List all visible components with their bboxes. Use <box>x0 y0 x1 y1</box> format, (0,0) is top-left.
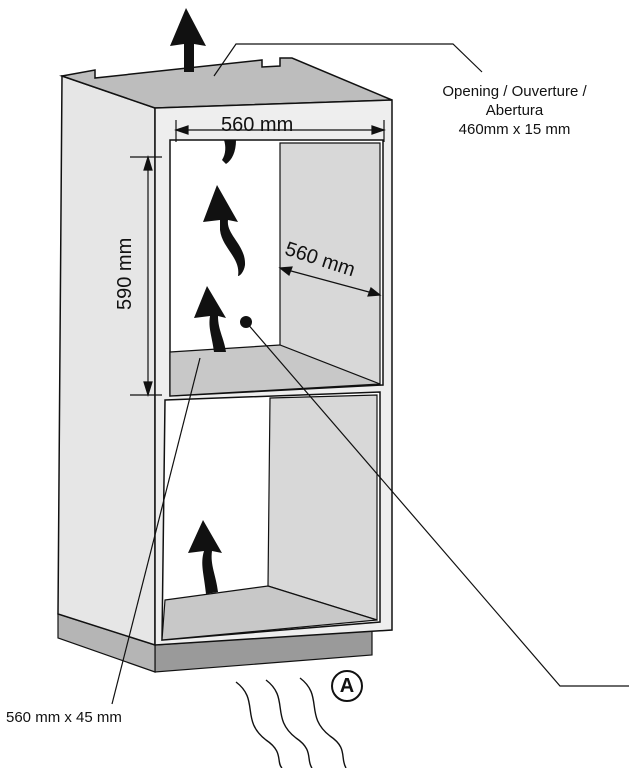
intake-airflow-waves <box>235 677 347 768</box>
reference-point <box>240 316 252 328</box>
width-dimension-label: 560 mm <box>221 114 294 136</box>
opening-label-line2: Abertura <box>485 102 544 119</box>
lower-compartment-back-right <box>267 394 378 621</box>
cabinet-left-side <box>57 74 156 647</box>
airflow-arrow-upper-1 <box>203 185 246 276</box>
airflow-arrow-upper-2 <box>194 286 226 352</box>
leader-vent <box>111 357 201 705</box>
airflow-arrow-lower <box>188 520 222 594</box>
lower-floor <box>161 585 378 641</box>
dimension-depth <box>278 266 382 297</box>
opening-label-line1: Opening / Ouverture / <box>442 83 587 100</box>
upper-shelf <box>169 344 381 397</box>
leader-opening <box>213 43 483 77</box>
vent-dimension-label: 560 mm x 45 mm <box>6 709 122 726</box>
marker-a: A <box>331 670 363 702</box>
airflow-arrows <box>170 8 246 594</box>
opening-label-line3: 460mm x 15 mm <box>458 121 571 138</box>
airflow-arrow-top-stub <box>222 140 236 164</box>
dimension-width <box>174 120 386 142</box>
dimension-height <box>130 154 162 398</box>
opening-label: Opening / Ouverture / Abertura 460mm x 1… <box>400 82 629 139</box>
leader-point <box>245 321 629 687</box>
upper-compartment-back-right <box>279 142 381 386</box>
height-dimension-label: 590 mm <box>114 237 136 310</box>
airflow-arrow-top <box>170 8 206 72</box>
